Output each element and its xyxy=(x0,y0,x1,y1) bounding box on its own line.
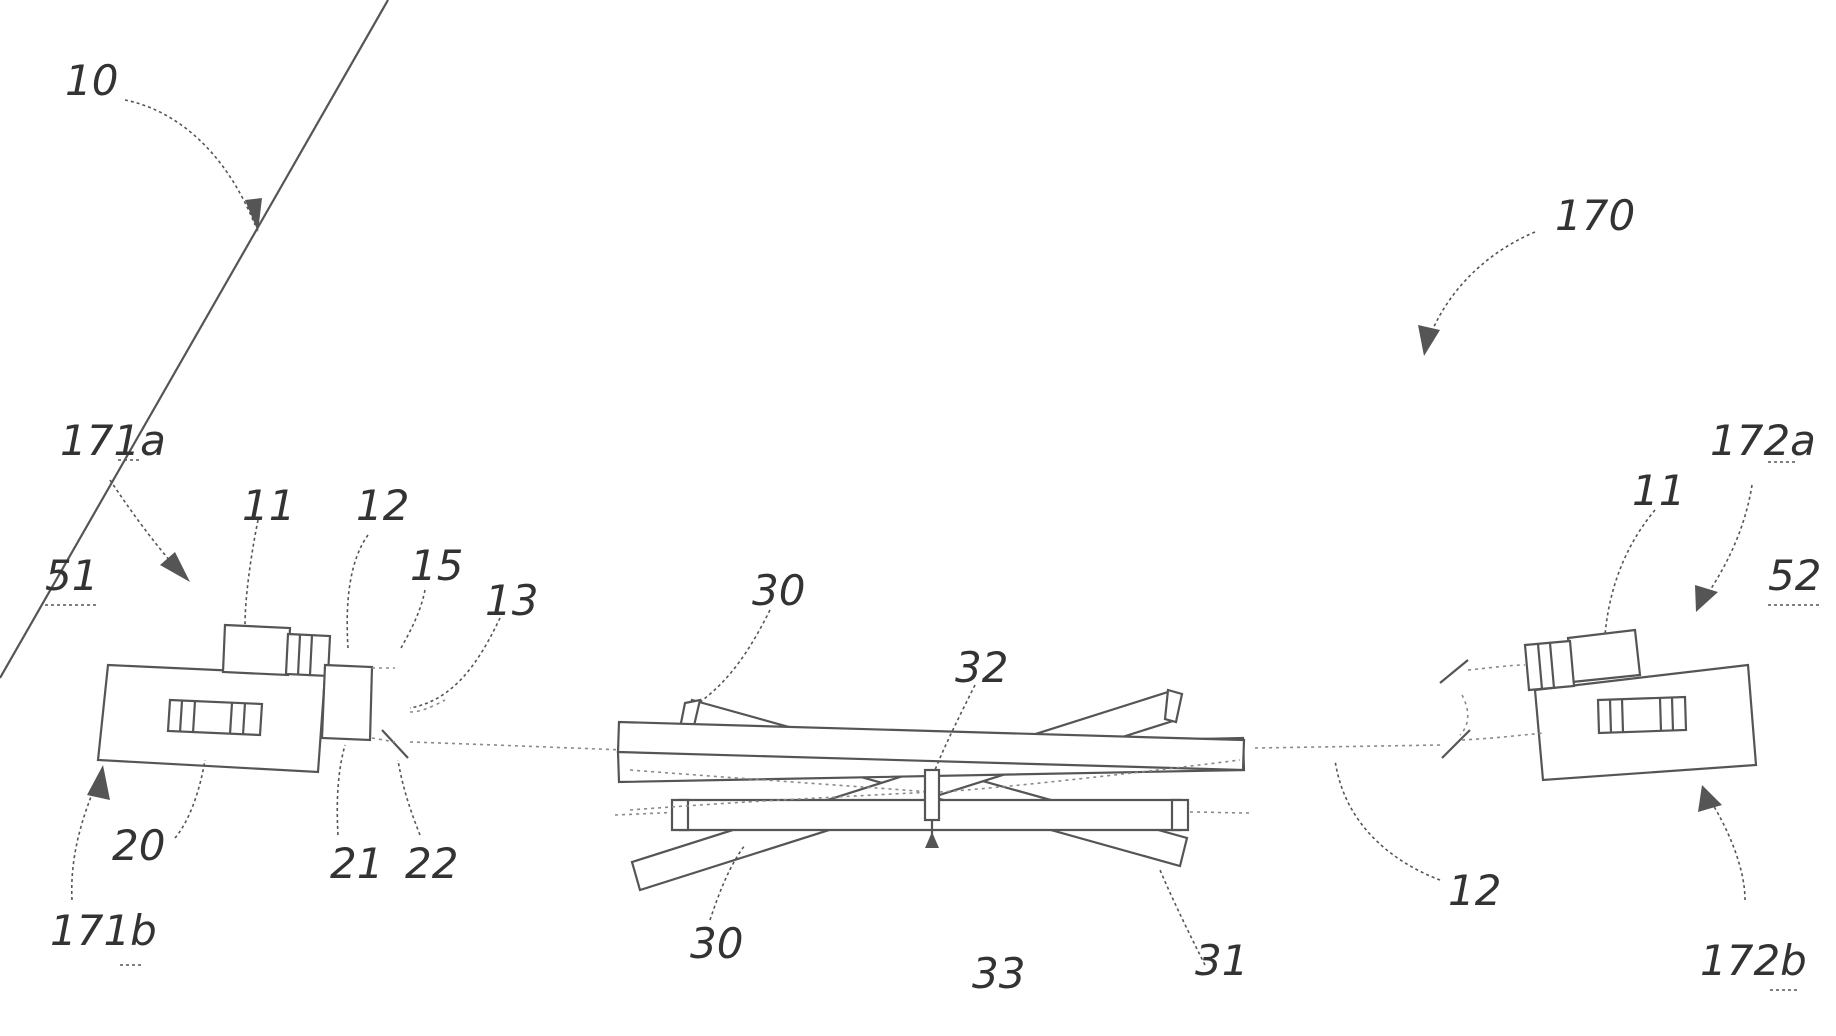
arrow-172b xyxy=(1698,785,1745,900)
right-unit xyxy=(1440,630,1756,780)
right-housing-window xyxy=(1598,697,1686,733)
right-splitter-upper xyxy=(1440,660,1468,683)
leader-12-left xyxy=(347,535,368,648)
arrow-171a xyxy=(110,480,190,582)
beam-right xyxy=(1255,745,1440,748)
label-31: 31 xyxy=(1195,936,1248,985)
arrow-171b xyxy=(72,765,110,900)
label-10: 10 xyxy=(65,56,118,105)
arrow-170 xyxy=(1418,232,1535,356)
label-30-top: 30 xyxy=(752,566,805,615)
left-output-block xyxy=(322,665,372,740)
left-splitter-lower xyxy=(382,730,408,758)
leader-11-left xyxy=(245,520,258,625)
rod-b-endcap xyxy=(1165,690,1182,722)
rod-bundle xyxy=(618,690,1244,890)
arrow-10 xyxy=(125,100,262,232)
beam-left-tail xyxy=(615,812,680,815)
beam-left xyxy=(410,742,625,750)
leader-21 xyxy=(337,745,345,835)
leader-12-right xyxy=(1335,760,1440,880)
leader-22 xyxy=(398,760,420,835)
leader-30-top xyxy=(700,610,770,702)
leader-15 xyxy=(400,590,425,650)
left-camera-lens xyxy=(286,634,330,676)
leader-13 xyxy=(410,618,500,708)
label-52: 52 xyxy=(1768,551,1821,600)
right-splitter-lower xyxy=(1442,730,1470,758)
leader-11-right xyxy=(1605,510,1655,635)
label-13: 13 xyxy=(485,576,538,625)
right-camera-lens xyxy=(1525,641,1574,690)
label-33: 33 xyxy=(972,949,1025,998)
label-32: 32 xyxy=(955,643,1008,692)
right-camera-body xyxy=(1568,630,1640,682)
label-51: 51 xyxy=(45,551,98,600)
rod-e-endcap-left xyxy=(672,800,688,830)
label-171b: 171b xyxy=(50,906,157,955)
label-170: 170 xyxy=(1555,191,1635,240)
left-housing-window xyxy=(168,700,262,735)
label-12-left: 12 xyxy=(356,481,409,530)
beam-right-tail xyxy=(1190,812,1250,813)
label-172a: 172a xyxy=(1710,416,1816,465)
label-30-bottom: 30 xyxy=(690,919,743,968)
label-11-right: 11 xyxy=(1632,466,1685,515)
label-171a: 171a xyxy=(60,416,166,465)
label-12-right: 12 xyxy=(1448,866,1501,915)
rod-e-endcap-right xyxy=(1172,800,1188,830)
label-21: 21 xyxy=(330,839,383,888)
left-unit xyxy=(0,0,445,772)
arrow-172a xyxy=(1695,485,1752,612)
label-20: 20 xyxy=(112,821,165,870)
leader-20 xyxy=(175,760,205,838)
label-172b: 172b xyxy=(1700,936,1807,985)
left-camera-body xyxy=(223,625,290,675)
label-22: 22 xyxy=(405,839,458,888)
label-15: 15 xyxy=(410,541,463,590)
center-element xyxy=(925,770,939,820)
label-11-left: 11 xyxy=(242,481,295,530)
